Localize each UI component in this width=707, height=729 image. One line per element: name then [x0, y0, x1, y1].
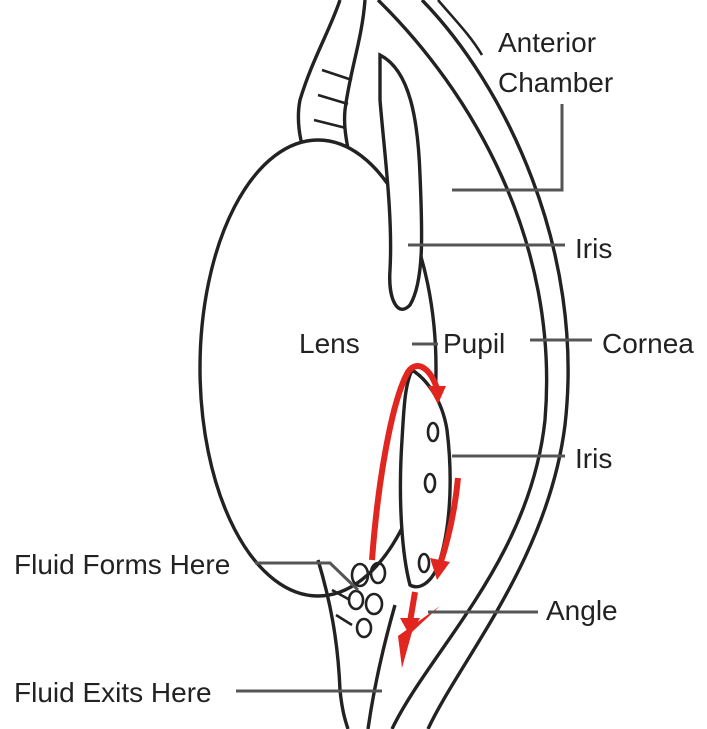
label-anterior-line2: Chamber	[498, 67, 613, 98]
label-iris-bottom: Iris	[575, 443, 612, 474]
label-cornea: Cornea	[602, 328, 694, 359]
label-iris-top: Iris	[575, 233, 612, 264]
label-angle: Angle	[546, 595, 618, 626]
label-anterior-line1: Anterior	[498, 27, 596, 58]
label-fluid-exits: Fluid Exits Here	[14, 677, 212, 708]
label-pupil: Pupil	[443, 328, 505, 359]
label-fluid-forms: Fluid Forms Here	[14, 549, 230, 580]
label-lens: Lens	[299, 328, 360, 359]
